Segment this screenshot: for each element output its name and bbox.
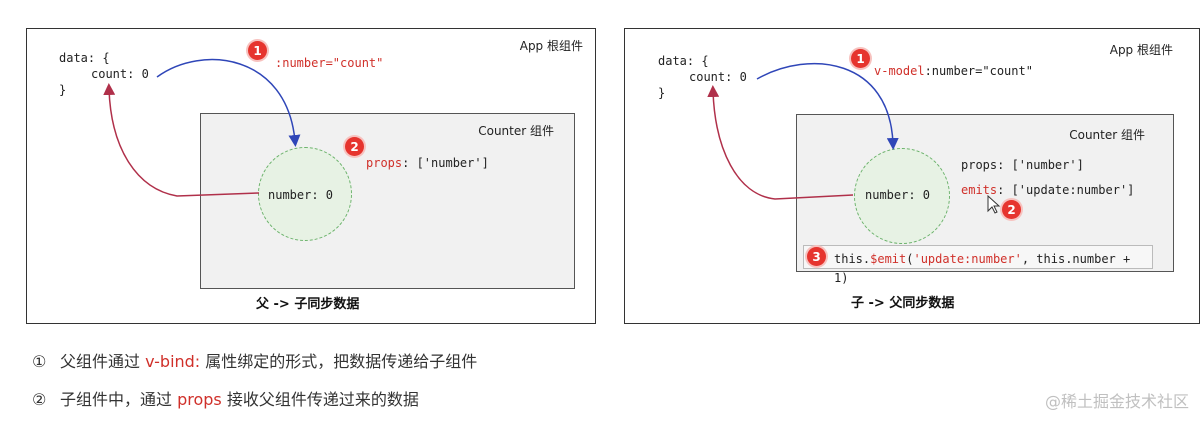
data-open: data: { xyxy=(59,51,110,65)
emit-code: this.$emit('update:number', this.number … xyxy=(834,252,1130,285)
emit-call: $emit xyxy=(870,252,907,266)
note-text: 父组件通过 xyxy=(60,352,146,371)
badge-1: 1 xyxy=(248,41,267,60)
parent-to-child-diagram: App 根组件 data: { count: 0 } 1 :number="co… xyxy=(26,28,596,324)
app-root-title: App 根组件 xyxy=(1109,43,1173,57)
child-circle xyxy=(854,148,950,244)
blue-arrow xyxy=(156,58,301,147)
badge-2: 2 xyxy=(1002,200,1021,219)
props-value: : ['number'] xyxy=(402,156,489,170)
red-arrow xyxy=(707,85,854,200)
vmodel-label: v-model:number="count" xyxy=(874,64,1033,78)
watermark: @稀土掘金技术社区 xyxy=(1044,392,1189,411)
app-root-title: App 根组件 xyxy=(519,39,583,53)
note-highlight: v-bind: xyxy=(145,352,201,371)
data-open: data: { xyxy=(658,54,709,68)
cursor-icon xyxy=(987,195,1001,214)
note-highlight: props xyxy=(177,390,222,409)
counter-title: Counter 组件 xyxy=(1069,128,1145,142)
counter-title: Counter 组件 xyxy=(478,124,554,138)
emit-paren: ( xyxy=(906,252,914,266)
vmodel-rest: :number="count" xyxy=(924,64,1033,78)
emits-key: emits xyxy=(961,183,998,197)
count-line: count: 0 xyxy=(91,67,149,81)
caption: 子 -> 父同步数据 xyxy=(851,296,955,311)
vmodel-prefix: v-model xyxy=(874,64,925,78)
red-arrow xyxy=(103,83,260,197)
emit-rest: , this.number + 1) xyxy=(834,252,1131,285)
emit-prefix: this. xyxy=(834,252,871,266)
data-close: } xyxy=(59,83,67,97)
number-label: number: 0 xyxy=(268,188,334,202)
note-text: 属性绑定的形式，把数据传递给子组件 xyxy=(200,352,478,371)
emit-event: 'update:number' xyxy=(913,252,1022,266)
child-circle xyxy=(258,147,352,241)
counter-component-box: Counter 组件 2 props: ['number'] number: 0 xyxy=(200,113,575,289)
count-line: count: 0 xyxy=(689,70,747,84)
note-text: 子组件中，通过 xyxy=(60,390,178,409)
left-arrows xyxy=(103,58,301,197)
right-arrows xyxy=(707,62,899,200)
note-2: ② 子组件中，通过 props 接收父组件传递过来的数据 xyxy=(32,386,419,410)
emits-line: emits: ['update:number'] xyxy=(961,183,1134,197)
props-line: props: ['number'] xyxy=(366,156,489,170)
data-close: } xyxy=(658,86,666,100)
badge-2: 2 xyxy=(345,137,364,156)
badge-3: 3 xyxy=(807,247,826,266)
emits-value: : ['update:number'] xyxy=(997,183,1135,197)
badge-1: 1 xyxy=(851,49,870,68)
caption: 父 -> 子同步数据 xyxy=(256,297,360,312)
note-number: ② xyxy=(32,390,47,409)
props-line: props: ['number'] xyxy=(961,158,1084,172)
props-key: props xyxy=(366,156,403,170)
number-label: number: 0 xyxy=(865,188,931,202)
note-text: 接收父组件传递过来的数据 xyxy=(221,390,419,409)
child-to-parent-diagram: App 根组件 data: { count: 0 } 1 v-model:num… xyxy=(624,28,1200,324)
bind-label: :number="count" xyxy=(275,56,384,70)
note-1: ① 父组件通过 v-bind: 属性绑定的形式，把数据传递给子组件 xyxy=(32,348,477,372)
note-number: ① xyxy=(32,352,47,371)
blue-arrow xyxy=(756,62,899,150)
emit-code-box: this.$emit('update:number', this.number … xyxy=(803,245,1153,285)
